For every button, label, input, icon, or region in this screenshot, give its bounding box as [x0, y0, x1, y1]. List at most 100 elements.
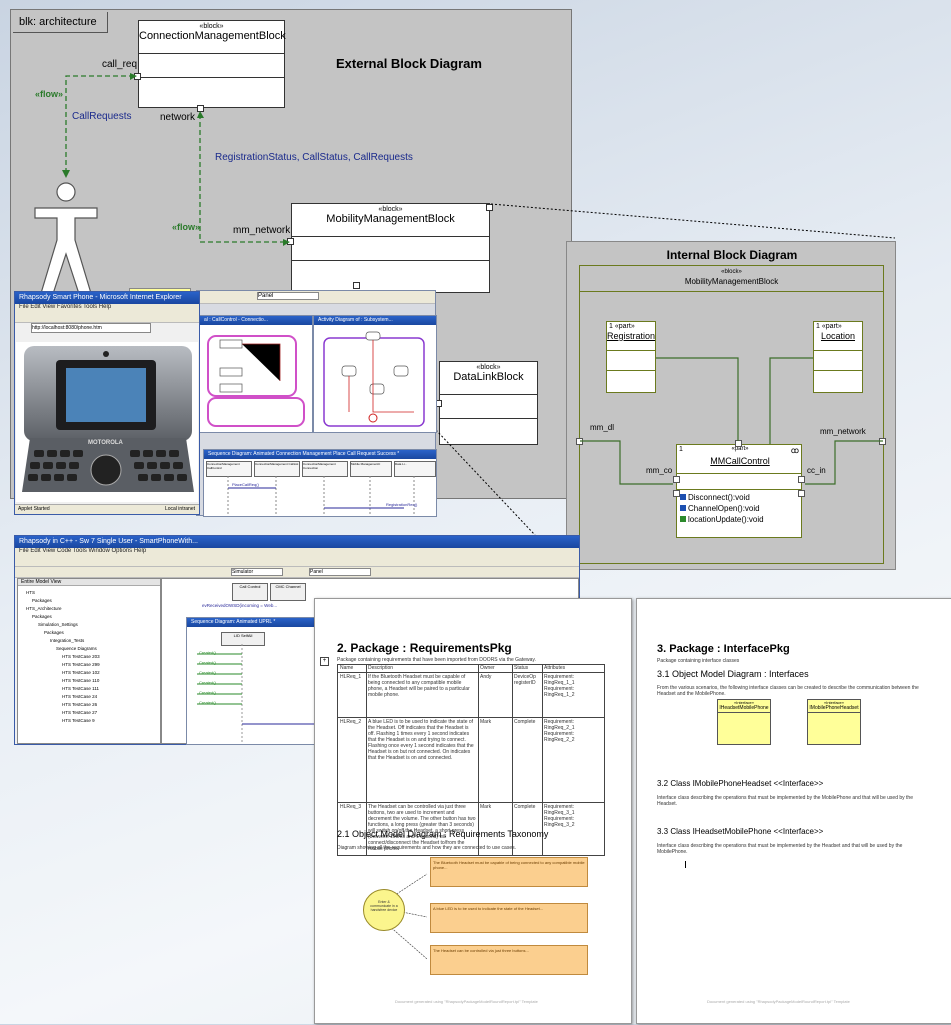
cell-name: HLReq_1 — [340, 674, 362, 680]
simulator-combo[interactable]: Simulator — [231, 568, 283, 576]
interface-box[interactable]: «Interface» IHeadsetMobilePhone — [717, 699, 771, 745]
part-registration[interactable]: 1 «part» Registration — [606, 321, 656, 393]
cc-in-lower-port[interactable] — [798, 490, 805, 497]
datalink-block[interactable]: «block» DataLinkBlock — [439, 361, 538, 445]
sequence-drawing — [227, 476, 415, 516]
operation-item[interactable]: Disconnect():void — [680, 492, 764, 503]
tree-item[interactable]: HTS TestCase 26 — [62, 702, 98, 707]
message-label: Created() — [199, 650, 216, 655]
section-heading: 2. Package : RequirementsPkg — [337, 641, 512, 655]
cc-in-label: cc_in — [807, 466, 826, 475]
mm-co-port[interactable] — [673, 476, 680, 483]
status-right: Local intranet — [164, 506, 195, 512]
requirement-note[interactable]: The Bluetooth Headset must be capable of… — [430, 857, 588, 887]
lifeline-header[interactable]: ConnectionManagement Connection — [302, 461, 348, 477]
panel-combo[interactable]: Panel — [309, 568, 371, 576]
part-mmcallcontrol[interactable]: 1 «part» MMCallControl ꝏ Disconnect():vo… — [676, 444, 802, 538]
toolbar-1 — [15, 556, 579, 567]
mm-network-label: mm_network — [820, 427, 866, 436]
requirements-table: Name Description Owner Status Attributes… — [337, 664, 605, 856]
address-bar[interactable]: http://localhost:8080/phone.htm — [31, 323, 151, 333]
block-stereotype: «block» — [378, 206, 403, 213]
usecase-ellipse[interactable]: Enter & communicate in a handsfree devic… — [363, 889, 405, 931]
column-header: Description — [368, 665, 394, 671]
activity-pane[interactable]: Activity Diagram of : Subsystem... — [313, 315, 437, 433]
report-page-right: 3. Package : InterfacePkg Package contai… — [636, 598, 951, 1024]
report-page-left: 2. Package : RequirementsPkg Package con… — [314, 598, 632, 1024]
column-header: Name — [340, 665, 354, 671]
lead-lifeline[interactable]: LID SelfAll — [221, 632, 265, 646]
lifeline-header[interactable]: Data Li... — [394, 461, 436, 477]
statechart-pane[interactable]: al : CallControl - Connectio... — [199, 315, 313, 433]
tree-item[interactable]: Packages — [32, 598, 52, 603]
cmc-channel-box[interactable]: CMC Channel — [270, 583, 306, 601]
tree-item[interactable]: Integration_Tests — [50, 638, 85, 643]
lifeline-headers: ConnectionManagement CallControl Connect… — [206, 461, 436, 477]
connection-management-block[interactable]: «block» ConnectionManagementBlock — [138, 20, 286, 108]
subsection-heading: 2.1 Object Model Diagram : Requirements … — [337, 829, 549, 839]
frame-label-text: blk: architecture — [19, 16, 97, 28]
expand-icon[interactable]: + — [320, 657, 329, 666]
call-control-box[interactable]: Call Control — [232, 583, 268, 601]
mm-top-right-port[interactable] — [486, 204, 493, 211]
menu-bar[interactable]: File Edit View Favorites Tools Help — [15, 304, 199, 312]
tree-item[interactable]: HTS TestCase 299 — [62, 662, 100, 667]
interface-stereotype: «Interface» — [733, 700, 754, 705]
operation-item[interactable]: locationUpdate():void — [680, 514, 764, 525]
usecase-label: Enter & communicate in a handsfree devic… — [370, 900, 398, 912]
section-intro: Package containing requirements that hav… — [337, 657, 536, 663]
mobility-management-block[interactable]: «block» MobilityManagementBlock — [291, 203, 490, 293]
tree-item[interactable]: HTS TestCase 27 — [62, 710, 98, 715]
cc-in-port[interactable] — [798, 476, 805, 483]
tree-item[interactable]: HTS — [26, 590, 35, 595]
registration-status-label: RegistrationStatus, CallStatus, CallRequ… — [215, 152, 413, 163]
tree-item[interactable]: HTS_Architecture — [26, 606, 62, 611]
operation-label: ChannelOpen():void — [688, 504, 760, 513]
tree-item[interactable]: HTS TestCase 9 — [62, 718, 95, 723]
cell-name: HLReq_3 — [340, 804, 362, 810]
interface-box[interactable]: «Interface» IMobilePhoneHeadset — [807, 699, 861, 745]
page-footer: Document generated using "RhapsodyPackag… — [707, 999, 850, 1004]
flow-label-1: «flow» — [35, 89, 64, 99]
panel-combo[interactable]: Panel — [257, 292, 319, 300]
mm-co-lower-port[interactable] — [673, 490, 680, 497]
operation-icon — [680, 516, 686, 522]
mm-bottom-port[interactable] — [353, 282, 360, 289]
tree-item[interactable]: HTS TestCase 102 — [62, 670, 100, 675]
tree-item[interactable]: Packages — [44, 630, 64, 635]
message-label: Created() — [199, 670, 216, 675]
tree-item[interactable]: HTS TestCase 111 — [62, 686, 100, 691]
tree-item[interactable]: Simulation_Settings — [38, 622, 78, 627]
operation-icon — [680, 505, 686, 511]
cell-description: A blue LED is to be used to indicate the… — [368, 719, 474, 761]
phone-image[interactable] — [16, 342, 198, 502]
subsection-heading: 3.2 Class IMobilePhoneHeadset <<Interfac… — [657, 779, 824, 788]
call-requests-label: CallRequests — [72, 111, 132, 122]
subsection-heading: 3.1 Object Model Diagram : Interfaces — [657, 669, 809, 679]
network-port[interactable] — [197, 105, 204, 112]
sequence-pane[interactable]: Sequence Diagram: Animated Connection Ma… — [203, 449, 437, 517]
requirement-note[interactable]: A blue LED is to be used to indicate the… — [430, 903, 588, 933]
block-stereotype: «block» — [199, 23, 224, 30]
tree-item[interactable]: HTS TestCase 24 — [62, 694, 98, 699]
tree-item[interactable]: Sequence Diagrams — [56, 646, 97, 651]
frame-label: blk: architecture — [13, 12, 108, 33]
lifeline-header[interactable]: ConnectionManagement CallList — [254, 461, 300, 477]
operation-item[interactable]: ChannelOpen():void — [680, 503, 764, 514]
multiplicity: 1 — [609, 323, 613, 330]
part-location[interactable]: 1 «part» Location — [813, 321, 863, 393]
menu-bar[interactable]: File Edit View Code Tools Window Options… — [15, 548, 579, 556]
tree-item[interactable]: HTS TestCase 110 — [62, 678, 100, 683]
tree-item[interactable]: Packages — [32, 614, 52, 619]
tree-items: HTS Packages HTS_Architecture Packages S… — [22, 589, 100, 725]
diagram-title: External Block Diagram — [336, 56, 482, 71]
lifeline-header[interactable]: ConnectionManagement CallControl — [206, 461, 252, 477]
message-label: Created() — [199, 680, 216, 685]
column-header: Attributes — [544, 665, 566, 671]
lifeline-header[interactable]: Mobile ManagementC — [350, 461, 392, 477]
requirement-note[interactable]: The Headset can be controlled via just t… — [430, 945, 588, 975]
actor-icon — [34, 182, 98, 301]
tree-item[interactable]: HTS TestCase 203 — [62, 654, 100, 659]
toolbar: Panel — [197, 291, 435, 304]
